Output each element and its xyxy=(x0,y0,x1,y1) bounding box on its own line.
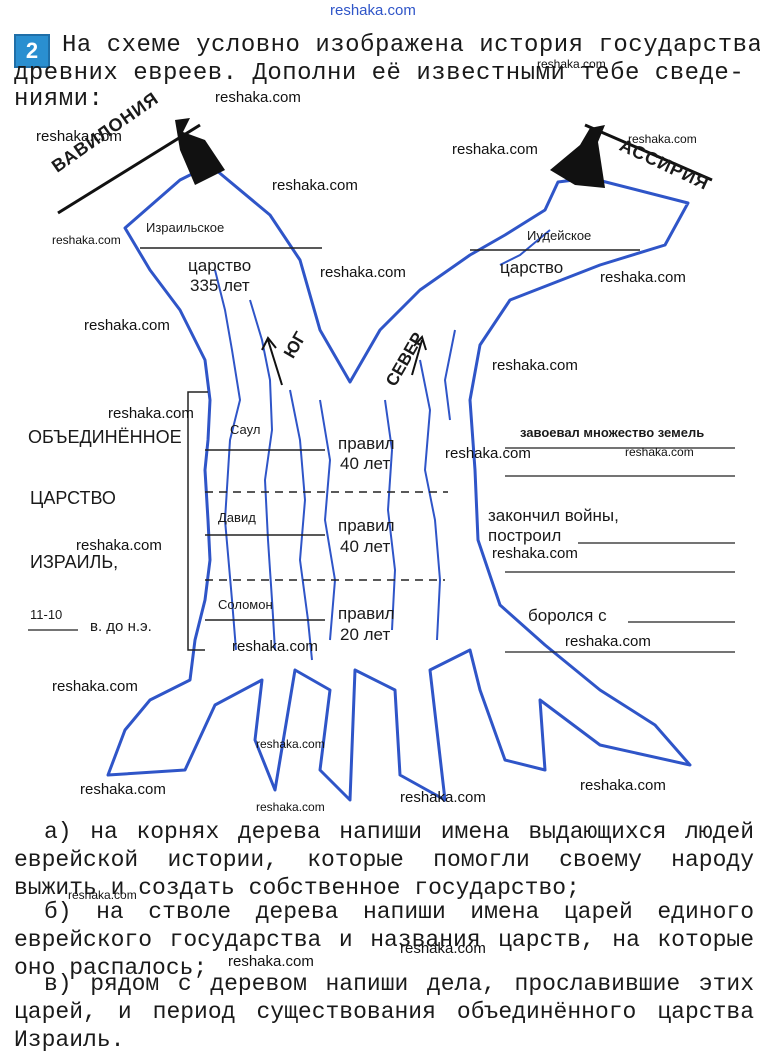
history-tree-diagram xyxy=(28,118,735,802)
watermark: reshaka.com xyxy=(76,537,162,554)
united-kingdom-label-1: ОБЪЕДИНЁННОЕ xyxy=(28,427,182,447)
watermark: reshaka.com xyxy=(256,737,325,751)
king-ruled-david: правил xyxy=(338,516,395,535)
tree-vein-8 xyxy=(499,229,551,266)
watermark: reshaka.com xyxy=(565,633,651,650)
watermark: reshaka.com xyxy=(600,269,686,286)
king-ruled-solomon: правил xyxy=(338,604,395,623)
watermark: reshaka.com xyxy=(84,317,170,334)
watermark: reshaka.com xyxy=(580,777,666,794)
question-a: а) на корнях дерева напиши имена выдающи… xyxy=(14,819,754,901)
israel-kingdom-label-2: царство xyxy=(188,256,252,275)
tree-vein-3 xyxy=(289,389,313,661)
task-intro-line1: На схеме условно изображена история госу… xyxy=(62,32,760,59)
deed-saul: завоевал множество земель xyxy=(520,425,705,440)
period-value: 11-10 xyxy=(30,607,63,622)
question-b: б) на стволе дерева напиши имена царей е… xyxy=(14,899,754,981)
watermark: reshaka.com xyxy=(68,888,137,902)
king-years-david: 40 лет xyxy=(340,537,391,556)
watermark: reshaka.com xyxy=(320,264,406,281)
deed-david-1: закончил войны, xyxy=(488,506,619,525)
watermark: reshaka.com xyxy=(492,545,578,562)
watermark: reshaka.com xyxy=(256,800,325,814)
watermark: reshaka.com xyxy=(80,781,166,798)
watermark: reshaka.com xyxy=(52,678,138,695)
king-years-solomon: 20 лет xyxy=(340,625,391,644)
king-name-saul: Саул xyxy=(230,422,261,437)
tree-vein-1 xyxy=(214,269,242,651)
watermark: reshaka.com xyxy=(452,141,538,158)
watermark: reshaka.com xyxy=(400,940,486,957)
judah-kingdom-label-1: Иудейское xyxy=(527,228,592,243)
north-arrow-icon xyxy=(411,335,427,376)
tree-vein-5 xyxy=(384,399,397,631)
watermark: reshaka.com xyxy=(445,445,531,462)
tree-vein-7 xyxy=(443,329,456,421)
king-name-david: Давид xyxy=(218,510,256,525)
judah-kingdom-label-2: царство xyxy=(500,258,564,277)
watermark: reshaka.com xyxy=(52,233,121,247)
watermark: reshaka.com xyxy=(628,132,697,146)
deed-david-2: построил xyxy=(488,526,562,545)
tree-outline xyxy=(106,163,692,802)
watermark: reshaka.com xyxy=(36,128,122,145)
period-suffix: в. до н.э. xyxy=(90,618,152,635)
watermark: reshaka.com xyxy=(232,638,318,655)
tree-vein-4 xyxy=(319,399,337,641)
task-number-badge: 2 xyxy=(14,34,50,68)
king-ruled-saul: правил xyxy=(338,434,395,453)
watermark: reshaka.com xyxy=(492,357,578,374)
watermark: reshaka.com xyxy=(108,405,194,422)
united-kingdom-label-2: ЦАРСТВО xyxy=(30,488,116,508)
south-arrow-icon xyxy=(261,336,283,386)
watermark: reshaka.com xyxy=(625,445,694,459)
tree-vein-6 xyxy=(419,359,442,641)
question-c: в) рядом с деревом напиши дела, прослави… xyxy=(14,971,754,1053)
watermark: reshaka.com xyxy=(272,177,358,194)
watermark-top: reshaka.com xyxy=(330,2,416,19)
israel-kingdom-label-3: 335 лет xyxy=(190,276,250,295)
king-name-solomon: Соломон xyxy=(218,597,273,612)
task-intro-line2: древних евреев. Дополни её известными те… xyxy=(14,60,745,87)
united-kingdom-label-3: ИЗРАИЛЬ, xyxy=(30,552,119,572)
deed-solomon: боролся с xyxy=(528,606,607,625)
united-kingdom-bracket xyxy=(187,391,208,651)
israel-kingdom-label-1: Израильское xyxy=(146,220,225,235)
watermark: reshaka.com xyxy=(215,89,301,106)
watermark: reshaka.com xyxy=(400,789,486,806)
king-years-saul: 40 лет xyxy=(340,454,391,473)
task-intro-line3: ниями: xyxy=(14,86,104,113)
assyria-arrow-icon xyxy=(550,123,713,188)
watermark: reshaka.com xyxy=(537,57,606,71)
watermark: reshaka.com xyxy=(228,953,314,970)
babylon-arrow-icon xyxy=(57,118,225,215)
